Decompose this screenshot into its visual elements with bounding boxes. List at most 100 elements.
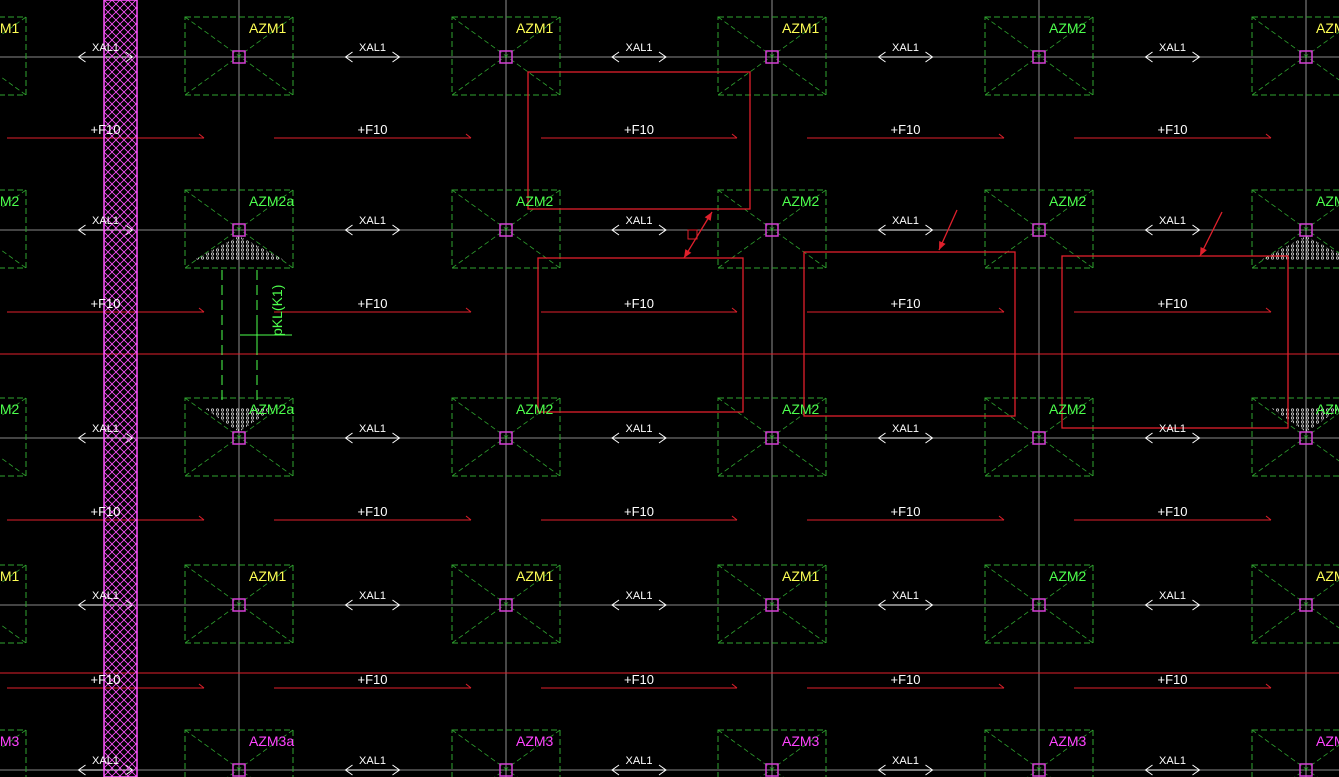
column-square: [499, 763, 513, 777]
column-square: [232, 50, 246, 64]
footing-diagonal: [760, 729, 827, 777]
footing-diagonal: [451, 16, 561, 96]
tie-arrow-right: [658, 224, 667, 236]
slab-label: +F10: [91, 504, 121, 519]
footing-diagonal: [1251, 579, 1339, 644]
slab-tick: [465, 515, 472, 521]
footing: [0, 564, 27, 644]
footing: [717, 397, 827, 477]
footing-diagonal: [984, 16, 1094, 96]
red-arrow-head: [704, 212, 712, 221]
tie-beam: [877, 599, 934, 611]
footing: [451, 16, 561, 96]
tie-beam-label: XAL1: [1159, 423, 1186, 435]
tie-arrow-right: [658, 51, 667, 63]
red-markup-rect: [537, 257, 744, 413]
footing: [717, 729, 827, 777]
tie-arrow-left: [1144, 51, 1153, 63]
footing-diagonal: [1251, 31, 1339, 96]
tie-beam-label: XAL1: [359, 42, 386, 54]
footing-outline: [0, 16, 27, 96]
pile-dot-cluster: [194, 236, 284, 260]
column-square: [1032, 431, 1046, 445]
footing: [451, 564, 561, 644]
tie-arrow-left: [877, 764, 886, 776]
footing-outline: [184, 729, 294, 777]
footing-label: AZM2a: [249, 401, 294, 417]
footing-outline: [1251, 397, 1339, 477]
tie-arrow-left: [344, 432, 353, 444]
red-arrow-shaft: [683, 211, 713, 259]
tie-arrow-right: [658, 432, 667, 444]
column-square: [232, 763, 246, 777]
tie-beam-label: XAL1: [92, 755, 119, 767]
slab-label: +F10: [358, 672, 388, 687]
footing-outline: [717, 16, 827, 96]
slab-label: +F10: [624, 122, 654, 137]
tie-beam: [1144, 51, 1201, 63]
tie-beam-label: XAL1: [626, 215, 653, 227]
tie-arrow-right: [658, 764, 667, 776]
red-markup-rect: [527, 71, 751, 210]
footing-label: AZM2: [1049, 193, 1087, 209]
slab-label: +F10: [1158, 122, 1188, 137]
slab-tick: [1265, 307, 1272, 313]
tie-beam-label: XAL1: [359, 755, 386, 767]
tie-arrow-left: [77, 224, 86, 236]
tie-arrow-right: [1192, 51, 1201, 63]
footing-label: AZM2: [782, 401, 820, 417]
tie-arrow-left: [344, 224, 353, 236]
slab-tick: [998, 133, 1005, 139]
footing-outline: [0, 729, 27, 777]
tie-beam-label: XAL1: [1159, 215, 1186, 227]
slab-tick: [998, 515, 1005, 521]
tie-arrow-left: [77, 764, 86, 776]
footing-diagonal: [984, 564, 1094, 644]
tie-beam-label: XAL1: [892, 590, 919, 602]
tie-beam-label: XAL1: [359, 423, 386, 435]
tie-beam-label: XAL1: [892, 215, 919, 227]
tie-beam-label: XAL1: [1159, 590, 1186, 602]
red-markup-rect: [803, 251, 1016, 417]
footing-label: AZM2: [0, 193, 20, 209]
column-square: [1032, 598, 1046, 612]
footing: [984, 397, 1094, 477]
slab-tick: [198, 307, 205, 313]
hatched-wall: [103, 0, 1339, 777]
red-small-box: [687, 229, 698, 240]
footing: [1251, 16, 1339, 96]
footing-outline: [717, 189, 827, 269]
tie-beam: [611, 599, 667, 611]
footing-outline: [184, 564, 294, 644]
footing-diagonal: [227, 729, 294, 777]
footing-outline: [1251, 16, 1339, 96]
tie-beam: [344, 599, 401, 611]
footing-diagonal: [1251, 204, 1339, 269]
footing-outline: [451, 564, 561, 644]
footing-outline: [717, 729, 827, 777]
tie-arrow-left: [611, 51, 620, 63]
tie-arrow-right: [925, 224, 934, 236]
footing-outline: [1251, 729, 1339, 777]
footing-diagonal: [184, 564, 294, 644]
tie-beam-label: XAL1: [626, 423, 653, 435]
footing-diagonal: [984, 397, 1094, 477]
tie-beam: [877, 224, 934, 236]
slab-tick: [998, 307, 1005, 313]
slab-tick: [998, 683, 1005, 689]
tie-beam-label: XAL1: [92, 42, 119, 54]
tie-arrow-left: [611, 599, 620, 611]
tie-beam: [344, 764, 401, 776]
tie-beam: [344, 224, 401, 236]
slab-label: +F10: [891, 296, 921, 311]
footing: [451, 189, 561, 269]
tie-arrow-left: [1144, 764, 1153, 776]
footing-label: AZM2a: [249, 193, 294, 209]
tie-beam-label: XAL1: [892, 755, 919, 767]
footing-diagonal: [494, 729, 561, 777]
footing-outline: [451, 729, 561, 777]
footing: [0, 189, 27, 269]
tie-beam: [1144, 764, 1201, 776]
footing-label: AZM2: [516, 193, 554, 209]
